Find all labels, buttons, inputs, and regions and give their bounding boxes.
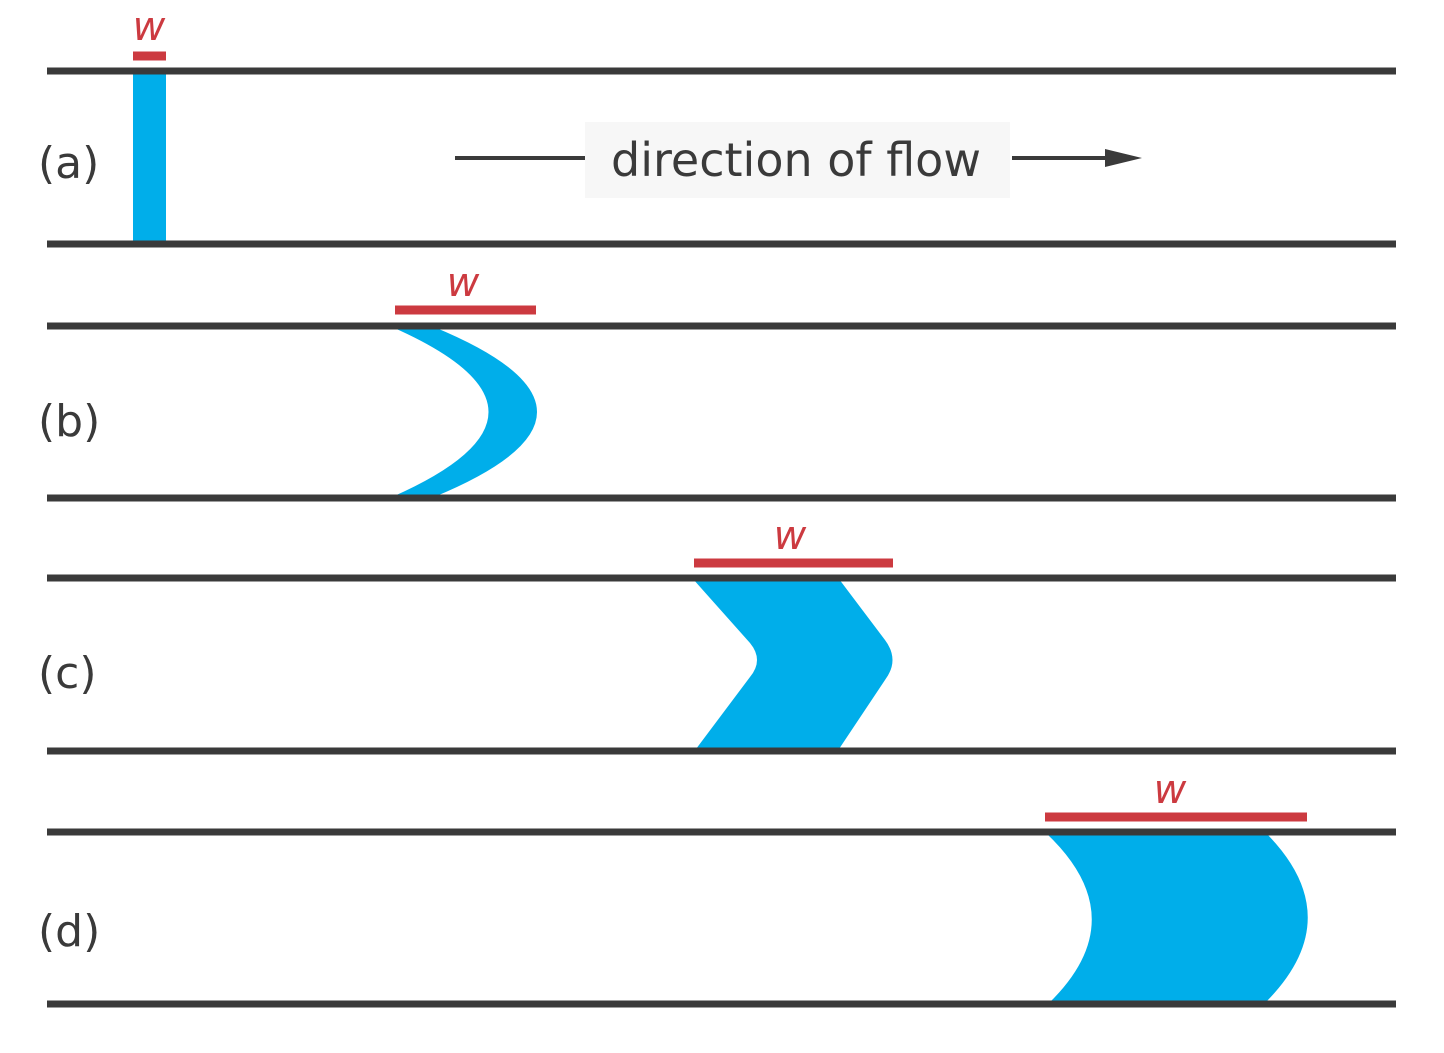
panel-label: (b) <box>38 396 100 447</box>
panel-c: w (c) <box>38 513 1396 755</box>
analyte-band <box>392 327 537 497</box>
panel-a: w (a) <box>38 4 1396 248</box>
analyte-band <box>1046 833 1308 1003</box>
analyte-band <box>133 72 166 242</box>
panel-d: w (d) <box>38 767 1396 1008</box>
arrow-right-icon <box>1105 149 1142 167</box>
width-label: w <box>774 513 807 559</box>
analyte-band <box>693 579 893 749</box>
panel-label: (c) <box>38 648 97 699</box>
width-label: w <box>1154 767 1187 813</box>
panel-label: (a) <box>38 138 99 189</box>
panel-b: w (b) <box>38 260 1396 502</box>
flow-direction-label: direction of flow <box>611 133 981 187</box>
width-label: w <box>133 4 166 50</box>
width-label: w <box>447 260 480 306</box>
panel-label: (d) <box>38 906 100 957</box>
flow-label-background <box>585 122 1010 198</box>
